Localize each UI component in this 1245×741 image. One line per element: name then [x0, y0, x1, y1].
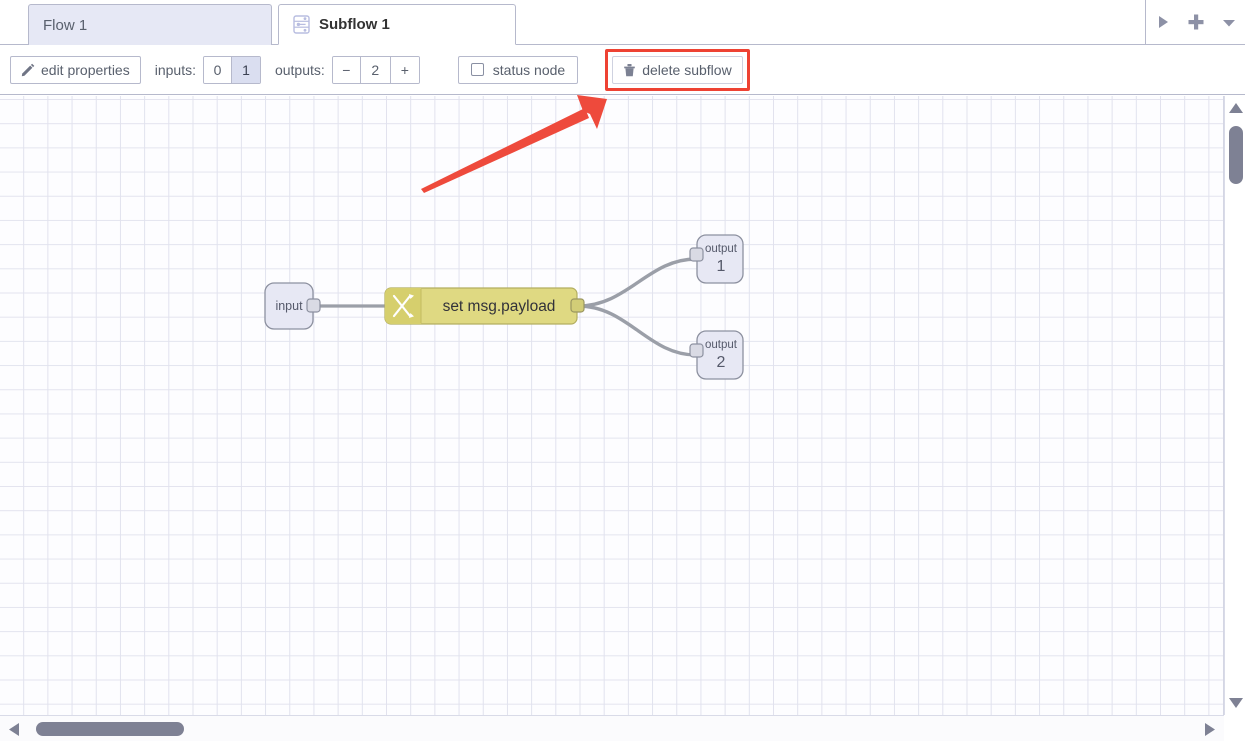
- horizontal-scrollbar[interactable]: [0, 715, 1224, 741]
- tab-subflow-1-label: Subflow 1: [319, 16, 390, 33]
- inputs-option-1[interactable]: 1: [231, 56, 260, 83]
- chevron-down-icon[interactable]: [1218, 11, 1240, 33]
- outputs-stepper[interactable]: − 2 +: [331, 55, 420, 84]
- scroll-right-arrow-icon[interactable]: [1204, 722, 1216, 737]
- outputs-label: outputs:: [274, 61, 325, 78]
- vertical-scroll-thumb[interactable]: [1229, 126, 1243, 184]
- node-subflow-input[interactable]: input: [264, 282, 321, 330]
- inputs-label: inputs:: [154, 61, 196, 78]
- change-icon-arrowhead-top: [409, 294, 414, 299]
- input-node-port: [306, 298, 321, 313]
- edit-properties-button[interactable]: edit properties: [10, 55, 141, 84]
- change-node-output-port: [570, 298, 585, 313]
- node-change-label: set msg.payload: [443, 298, 556, 315]
- subflow-icon: [293, 15, 310, 34]
- tab-strip: Flow 1 Subflow 1: [0, 0, 1145, 45]
- scroll-down-arrow-icon[interactable]: [1228, 697, 1244, 709]
- status-node-toggle[interactable]: status node: [457, 55, 579, 84]
- plus-icon[interactable]: [1185, 11, 1207, 33]
- outputs-value: 2: [360, 56, 391, 83]
- link-change-to-output1[interactable]: [577, 257, 697, 308]
- tab-bar: Flow 1 Subflow 1: [0, 0, 1245, 45]
- change-icon-arrowhead-bottom: [409, 313, 414, 318]
- node-subflow-output-1-label: output: [705, 243, 738, 255]
- output-1-port: [689, 247, 704, 262]
- horizontal-scroll-thumb[interactable]: [36, 722, 184, 736]
- inputs-option-0[interactable]: 0: [203, 56, 232, 83]
- scrollbar-corner: [1224, 715, 1245, 741]
- node-subflow-output-2[interactable]: output 2: [689, 330, 744, 380]
- tab-flow-1[interactable]: Flow 1: [28, 4, 272, 45]
- flow-canvas[interactable]: input set msg.payload: [0, 96, 1224, 715]
- node-subflow-output-2-number: 2: [717, 354, 726, 371]
- node-subflow-output-2-label: output: [705, 339, 738, 351]
- outputs-decrement-button[interactable]: −: [332, 56, 361, 83]
- play-right-icon[interactable]: [1152, 11, 1174, 33]
- edit-properties-label: edit properties: [41, 61, 130, 78]
- tab-flow-1-label: Flow 1: [43, 16, 88, 34]
- delete-subflow-label: delete subflow: [642, 61, 732, 78]
- trash-icon: [624, 63, 635, 76]
- pencil-icon: [21, 63, 35, 76]
- status-node-checkbox[interactable]: [470, 63, 484, 76]
- node-subflow-output-1[interactable]: output 1: [689, 234, 744, 284]
- node-change-set-msg-payload[interactable]: set msg.payload: [384, 287, 585, 325]
- output-2-port: [689, 343, 704, 358]
- tab-subflow-1[interactable]: Subflow 1: [278, 4, 516, 45]
- subflow-toolbar: edit properties inputs: 0 1 outputs: − 2…: [0, 45, 1245, 95]
- node-subflow-input-label: input: [275, 299, 303, 313]
- scroll-up-arrow-icon[interactable]: [1228, 102, 1244, 114]
- change-node-icon: [392, 294, 412, 318]
- canvas-svg: input set msg.payload: [264, 234, 744, 380]
- node-subflow-output-1-number: 1: [717, 258, 726, 275]
- link-change-to-output2[interactable]: [577, 304, 697, 357]
- outputs-increment-button[interactable]: +: [390, 56, 419, 83]
- delete-subflow-highlight: delete subflow: [605, 48, 750, 91]
- scroll-left-arrow-icon[interactable]: [8, 722, 20, 737]
- status-node-label: status node: [492, 61, 566, 78]
- vertical-scrollbar[interactable]: [1224, 96, 1245, 715]
- tab-bar-controls: [1145, 0, 1245, 44]
- delete-subflow-button[interactable]: delete subflow: [612, 55, 743, 84]
- inputs-selector[interactable]: 0 1: [202, 55, 261, 84]
